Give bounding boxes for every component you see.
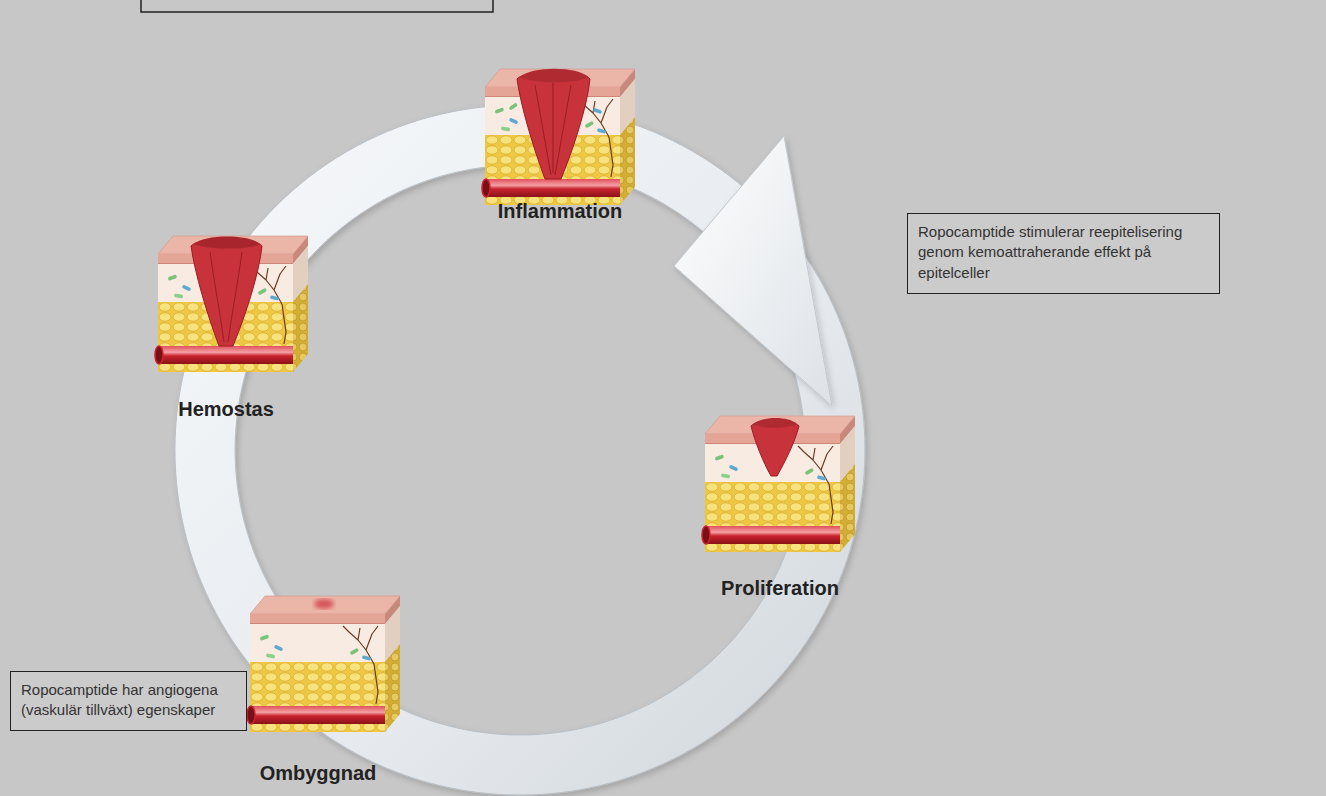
cycle-arrowhead [674,136,832,406]
stage-label: Proliferation [721,577,839,600]
frame-box [141,0,493,12]
skin-illustration [155,236,308,372]
skin-illustration [702,416,855,552]
callout-box: Ropocamptide har angiogena (vaskulär til… [10,671,247,732]
skin-illustration [247,596,400,732]
callout-text: Ropocamptide stimulerar reepitelisering … [918,222,1209,283]
skin-illustration [482,69,635,205]
stage-label: Inflammation [498,200,622,223]
cycle-ring [175,105,865,795]
callout-box: Ropocamptide stimulerar reepitelisering … [907,213,1220,294]
stage-label: Hemostas [178,398,274,421]
stage-label: Ombyggnad [260,762,377,785]
callout-text: Ropocamptide har angiogena (vaskulär til… [21,680,236,721]
